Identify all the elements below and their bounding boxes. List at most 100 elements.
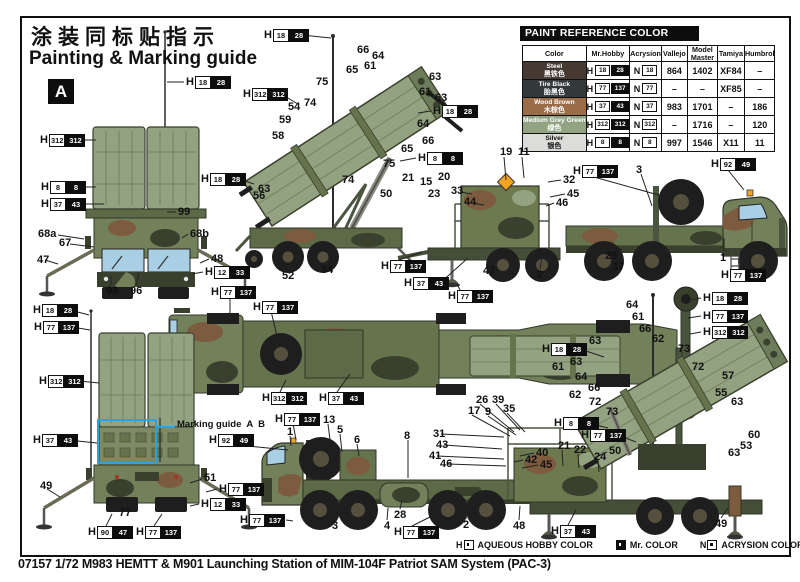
part-number-callout: 22: [574, 444, 587, 456]
part-number-callout: 67: [59, 237, 72, 249]
mr-color-code-box: 28: [611, 65, 629, 76]
h-prefix: H: [573, 165, 581, 177]
mr-color-code-box: 137: [472, 289, 493, 303]
part-number-callout: 98: [106, 285, 119, 297]
h-prefix: H: [381, 260, 389, 272]
part-number-callout: 64: [417, 118, 430, 130]
mr-color-code-box: 33: [225, 497, 246, 511]
model-master-cell: –: [686, 79, 718, 98]
legend-label: AQUEOUS HOBBY COLOR: [477, 540, 593, 550]
part-number-callout: 2: [537, 269, 544, 281]
part-number-callout: 39: [492, 394, 505, 406]
h-prefix: H: [264, 29, 272, 41]
h-prefix: H: [433, 105, 441, 117]
color-name-en: Silver: [545, 134, 564, 142]
paint-table-column-header: Color: [522, 45, 587, 62]
part-number-callout: 47: [483, 265, 496, 277]
part-number-callout: 20: [438, 171, 451, 183]
part-number-callout: 63: [429, 71, 442, 83]
acrysion-code-box: 18: [642, 65, 658, 76]
humbrol-cell: 11: [743, 133, 776, 152]
mr-color-code-box: 312: [287, 391, 308, 405]
aqueous-code-box: 18: [595, 65, 611, 76]
part-number-callout: 23: [428, 188, 441, 200]
part-number-callout: 64: [575, 371, 588, 383]
part-number-callout: 44: [464, 196, 477, 208]
tamiya-cell: –: [716, 115, 745, 134]
color-name-cn: 绿色: [547, 124, 562, 133]
h-prefix: H: [262, 392, 270, 404]
part-number-callout: 75: [383, 158, 396, 170]
h-prefix: H: [554, 417, 562, 429]
mr-color-code-box: 28: [57, 303, 78, 317]
part-number-callout: 50: [609, 445, 622, 457]
h-prefix: H: [418, 152, 426, 164]
mr-color-code-box: 137: [418, 525, 439, 539]
model-master-cell: 1402: [686, 61, 718, 80]
acrysion-code-box: 312: [642, 119, 658, 130]
part-number-callout: 63: [731, 396, 744, 408]
part-number-callout: 2: [463, 519, 470, 531]
aqueous-code-box: 37: [595, 101, 611, 112]
paint-table-column-header: Vallejo: [660, 45, 688, 62]
variant-badge: A: [48, 79, 74, 104]
h-prefix: H: [551, 525, 559, 537]
aqueous-code-box: 312: [48, 133, 66, 147]
aqueous-code-box: 77: [42, 320, 59, 334]
humbrol-cell: 120: [743, 115, 776, 134]
h-prefix: H: [711, 158, 719, 170]
aqueous-code-box: 92: [217, 433, 234, 447]
mr-color-code-box: 8: [65, 180, 86, 194]
legend-label: ACRYSION COLOR: [721, 540, 800, 550]
aqueous-code-box: 37: [327, 391, 344, 405]
part-number-callout: 73: [606, 406, 619, 418]
vallejo-cell: –: [660, 79, 688, 98]
n-prefix: N: [633, 83, 641, 94]
h-prefix: H: [703, 292, 711, 304]
acrysion-code-box: 77: [642, 83, 658, 94]
h-prefix: H: [586, 65, 594, 76]
h-prefix: H: [186, 76, 194, 88]
part-number-callout: 53: [740, 440, 753, 452]
mr-color-code-box: 312: [268, 87, 289, 101]
h-prefix: H: [205, 266, 213, 278]
tamiya-cell: XF85: [716, 79, 745, 98]
acrysion-code-box: 8: [642, 137, 658, 148]
part-number-callout: 48: [513, 520, 526, 532]
mr-color-code-box: 8: [578, 416, 599, 430]
h-prefix: H: [219, 483, 227, 495]
color-name-cn: 银色: [547, 142, 562, 151]
tamiya-cell: –: [716, 97, 745, 116]
aqueous-code-box: 77: [729, 268, 746, 282]
part-number-callout: 74: [342, 174, 355, 186]
part-number-callout: 21: [558, 440, 571, 452]
h-prefix: H: [586, 101, 594, 112]
marking-guide-note: Marking guide A B: [177, 419, 265, 430]
part-number-callout: 21: [402, 172, 415, 184]
part-number-callout: 99: [178, 206, 191, 218]
aqueous-code-box: 12: [213, 265, 230, 279]
tamiya-cell: X11: [716, 133, 745, 152]
part-number-callout: 43: [436, 439, 449, 451]
h-prefix: H: [586, 137, 594, 148]
color-name-en: Medium Grey Green: [523, 116, 586, 124]
aqueous-code-box: 8: [562, 416, 579, 430]
